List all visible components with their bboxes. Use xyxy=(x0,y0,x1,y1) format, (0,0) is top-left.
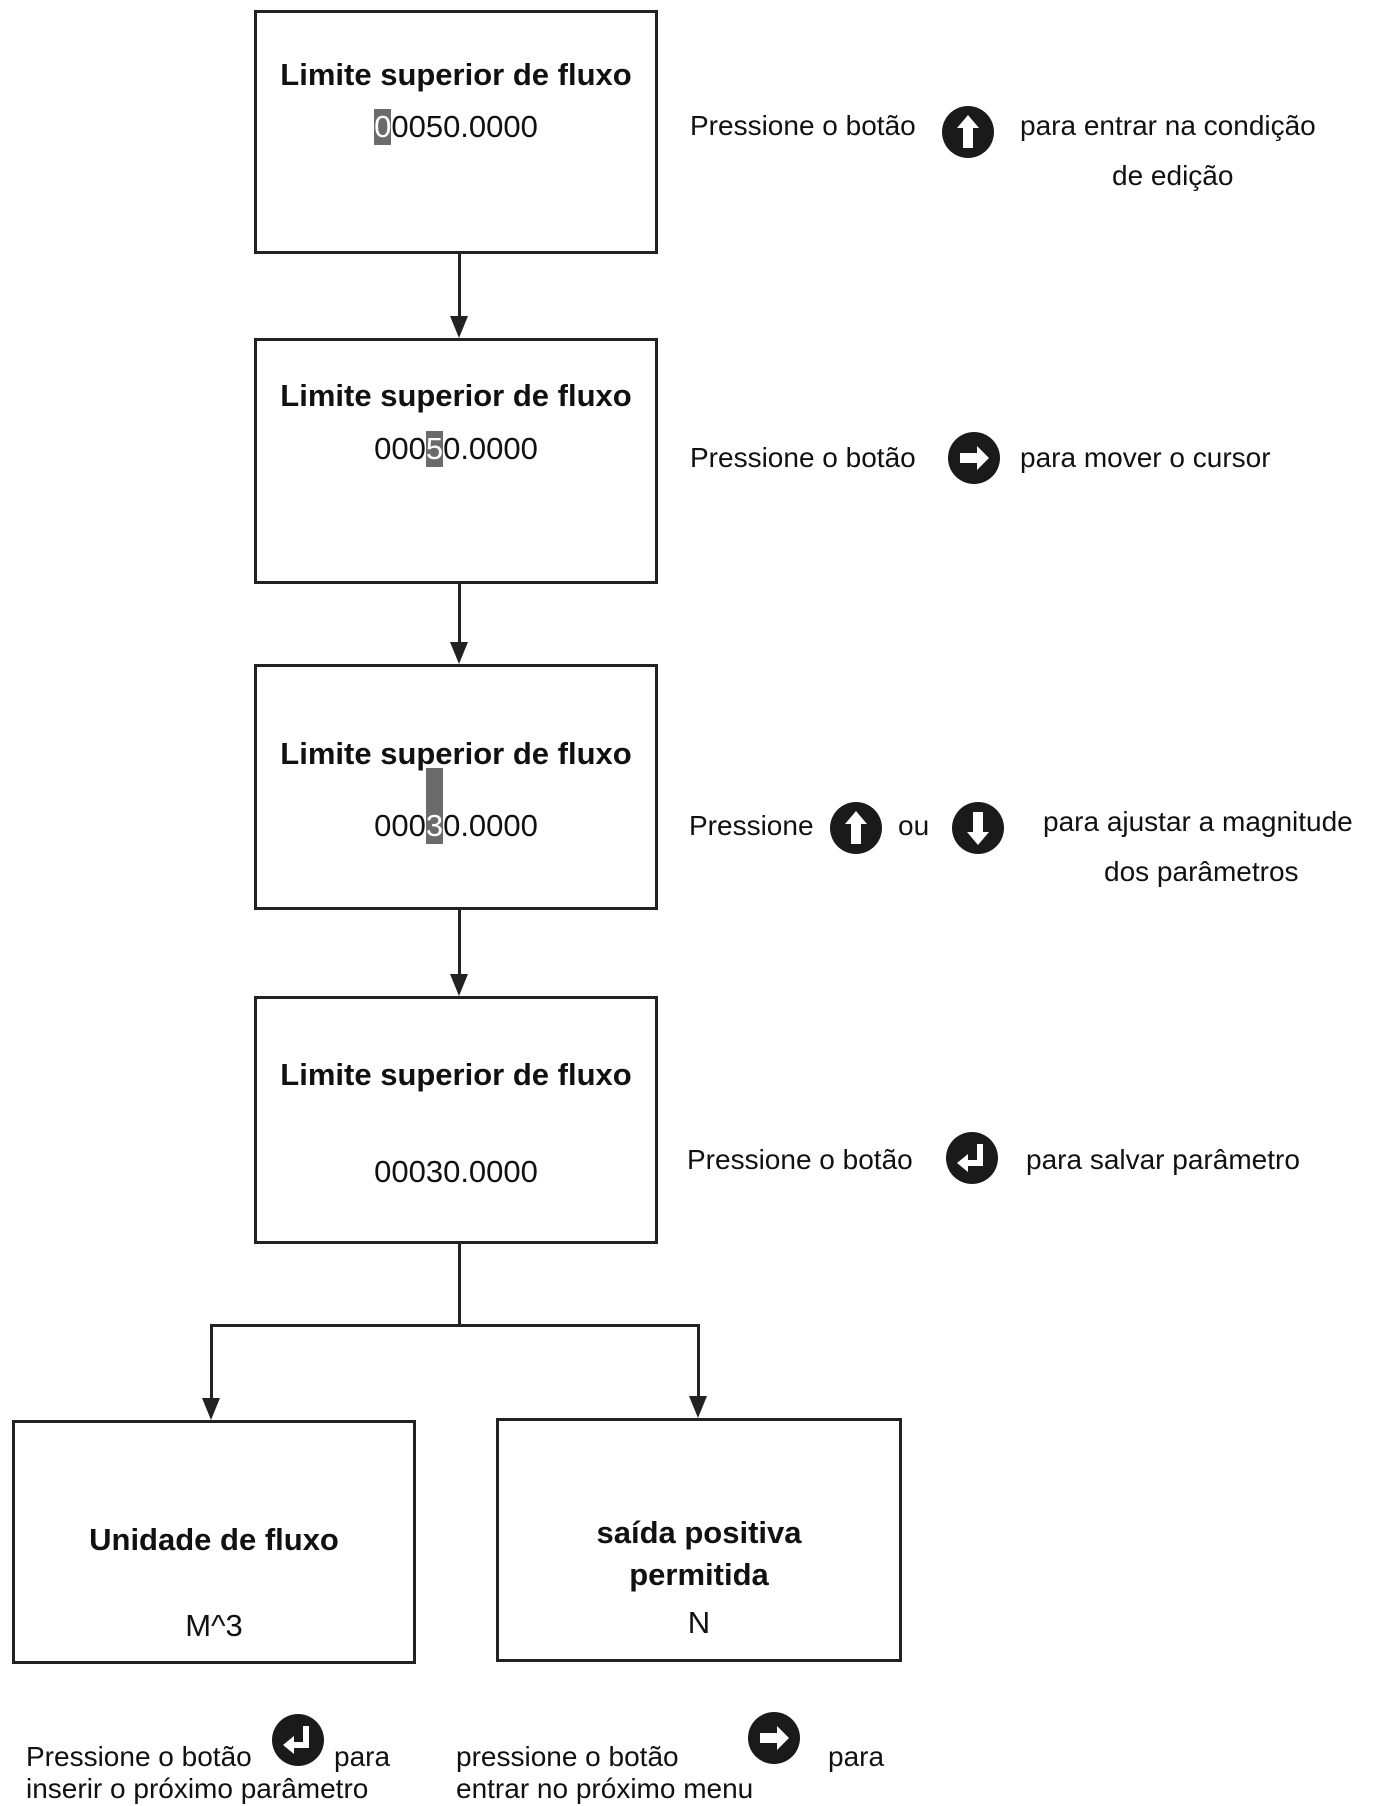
note-4-prefix: Pressione o botão xyxy=(687,1144,913,1175)
note-1-line2: de edição xyxy=(1112,160,1234,191)
connector-left-drop xyxy=(210,1324,213,1402)
up-arrow-icon xyxy=(830,802,882,854)
cursor-digit-text: 3 xyxy=(425,808,444,843)
flow-upper-limit-box-2: Limite superior de fluxo 00050.0000 xyxy=(254,338,658,584)
bottom-note-2-prefix: pressione o botão xyxy=(456,1741,679,1772)
down-arrow-icon xyxy=(952,802,1004,854)
arrowhead-left xyxy=(202,1398,220,1420)
note-1-suffix: para entrar na condição xyxy=(1020,110,1316,141)
cursor-digit: 0 xyxy=(374,109,392,145)
cursor-bar xyxy=(425,768,444,808)
bottom-note-1-prefix: Pressione o botão xyxy=(26,1741,252,1772)
note-3-or: ou xyxy=(898,810,930,841)
arrowhead-1-2 xyxy=(450,316,468,338)
connector-2-3 xyxy=(458,584,461,646)
flow-unit-box: Unidade de fluxo M^3 xyxy=(12,1420,416,1664)
arrowhead-right xyxy=(689,1396,707,1418)
box-value: 00050.0000 xyxy=(257,109,655,145)
cursor-digit: 5 xyxy=(425,431,444,467)
arrowhead-2-3 xyxy=(450,642,468,664)
flow-upper-limit-box-4: Limite superior de fluxo 00030.0000 xyxy=(254,996,658,1244)
note-3-line2: dos parâmetros xyxy=(1104,856,1299,887)
connector-3-4 xyxy=(458,910,461,978)
connector-1-2 xyxy=(458,254,461,320)
connector-right-drop xyxy=(697,1324,700,1400)
flow-upper-limit-box-1: Limite superior de fluxo 00050.0000 xyxy=(254,10,658,254)
box-value: N xyxy=(687,1605,711,1640)
value-rest: 0.0000 xyxy=(443,431,538,466)
box-title: Limite superior de fluxo xyxy=(280,1057,632,1092)
value-rest: 0050.0000 xyxy=(391,109,538,144)
note-2-suffix: para mover o cursor xyxy=(1020,442,1271,473)
box-title-line2: permitida xyxy=(629,1557,769,1592)
note-3-prefix: Pressione xyxy=(689,810,814,841)
bottom-note-2-line2: entrar no próximo menu xyxy=(456,1773,754,1804)
enter-icon xyxy=(272,1714,324,1766)
connector-4-split xyxy=(458,1244,461,1326)
cursor-digit: 3 xyxy=(425,768,444,844)
enter-icon xyxy=(946,1132,998,1184)
bottom-note-1-line1: Pressione o botão xyxy=(26,1740,252,1774)
box-value: 00050.0000 xyxy=(257,431,655,467)
box-title: Unidade de fluxo xyxy=(89,1522,339,1557)
right-arrow-icon xyxy=(948,432,1000,484)
note-3-suffix: para ajustar a magnitude xyxy=(1043,806,1353,837)
box-title-line1: saída positiva xyxy=(596,1515,802,1550)
note-1-prefix: Pressione o botão xyxy=(690,110,916,141)
bottom-note-2-suffix: para xyxy=(828,1741,885,1772)
box-title: Limite superior de fluxo xyxy=(280,736,632,771)
bottom-note-1-suffix: para xyxy=(334,1741,391,1772)
positive-output-box: saída positiva permitida N xyxy=(496,1418,902,1662)
value-pre: 000 xyxy=(374,431,426,466)
value-pre: 000 xyxy=(374,808,426,843)
value-rest: 0.0000 xyxy=(443,808,538,843)
note-2-prefix: Pressione o botão xyxy=(690,442,916,473)
connector-horizontal xyxy=(210,1324,700,1327)
right-arrow-icon xyxy=(748,1712,800,1764)
up-arrow-icon xyxy=(942,106,994,158)
box-value: 00030.0000 xyxy=(374,1154,538,1189)
note-4-suffix: para salvar parâmetro xyxy=(1026,1144,1300,1175)
box-title: Limite superior de fluxo xyxy=(280,378,632,413)
box-title: Limite superior de fluxo xyxy=(280,57,632,92)
box-value: M^3 xyxy=(185,1608,243,1643)
bottom-note-1-line2: inserir o próximo parâmetro xyxy=(26,1773,369,1804)
arrowhead-3-4 xyxy=(450,974,468,996)
